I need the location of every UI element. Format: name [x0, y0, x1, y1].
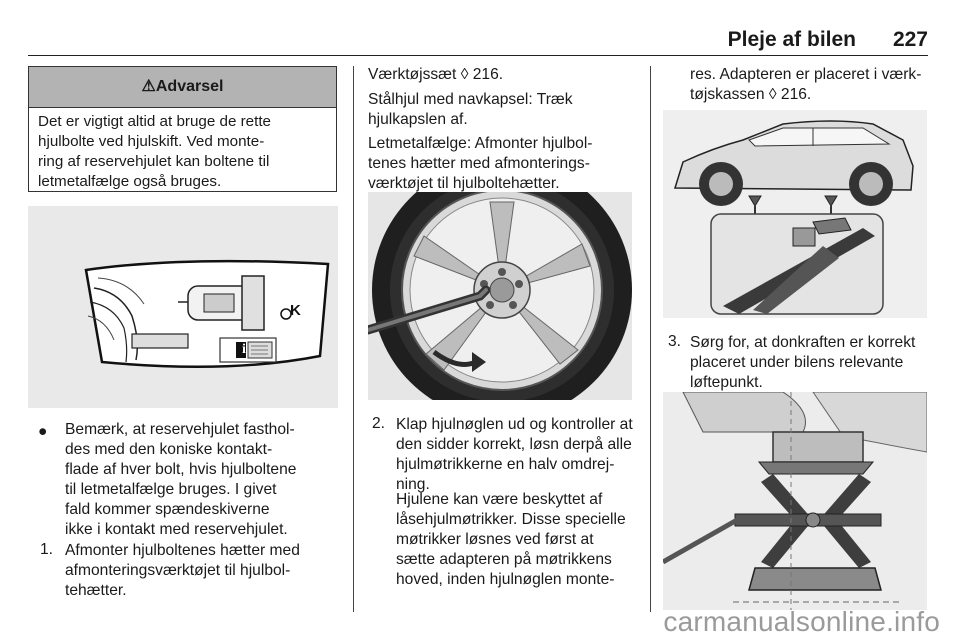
car-lift-points-illustration [663, 110, 927, 318]
watermark: carmanualsonline.info [663, 606, 940, 637]
note-line: til letmetalfælge bruges. I givet [65, 481, 277, 498]
step-2-text: Klap hjulnøglen ud og kontroller at den … [396, 415, 648, 495]
step-line: tehætter. [65, 582, 127, 599]
warning-header: ⚠Advarsel [29, 67, 336, 108]
tool-kit-ref: Værktøjssæt ◊ 216. [368, 66, 504, 83]
step-3-text: Sørg for, at donkraften er korrekt place… [690, 333, 940, 393]
warning-line: Det er vigtigt altid at bruge de rette [38, 113, 272, 130]
note-line: ikke i kontakt med reservehjulet. [65, 521, 288, 538]
figure-label-k: K [290, 302, 301, 319]
para-line: hjulkapslen af. [368, 111, 468, 128]
note-line: sætte adapteren på møtrikkens [396, 551, 612, 568]
page-number: 227 [892, 28, 928, 51]
step-line: placeret under bilens relevante [690, 354, 904, 371]
info-icon: i [242, 342, 246, 357]
step-line: den sidder korrekt, løsn derpå alle [396, 436, 632, 453]
warning-box: ⚠Advarsel Det er vigtigt altid at bruge … [28, 66, 337, 192]
locking-nut-note: Hjulene kan være beskyttet af låsehjulmø… [396, 490, 648, 590]
page-header: Pleje af bilen 227 [28, 24, 928, 56]
warning-line: ring af reservehjulet kan boltene til [38, 153, 270, 170]
note-line: låsehjulmøtrikker. Disse specielle [396, 511, 626, 528]
note-line: møtrikker løsnes ved først at [396, 531, 594, 548]
column-divider-left [353, 66, 354, 612]
note-line: flade af hver bolt, hvis hjulboltene [65, 461, 297, 478]
para-line: tenes hætter med afmonterings- [368, 155, 590, 172]
scissor-jack-illustration [663, 392, 927, 610]
warning-title: Advarsel [155, 78, 224, 95]
note-line: hoved, inden hjulnøglen monte- [396, 571, 615, 588]
wheel-wrench-figure [363, 160, 632, 420]
step-line: hjulmøtrikkerne en halv omdrej- [396, 456, 615, 473]
note-line: fald kommer spændeskiverne [65, 501, 270, 518]
steel-wheel-note: Stålhjul med navkapsel: Træk hjulkapslen… [368, 90, 644, 130]
bullet-note: Bemærk, at reservehjulet fasthol- des me… [65, 420, 345, 540]
wheel-wrench-illustration [363, 160, 632, 420]
step-line: Klap hjulnøglen ud og kontroller at [396, 416, 633, 433]
bullet-marker: ● [38, 423, 48, 440]
scissor-jack-figure [663, 392, 927, 610]
step-line: ning. [396, 476, 430, 493]
wheel-bolt-illustration [84, 259, 330, 369]
para-line: værktøjet til hjulboltehætter. [368, 175, 560, 192]
note-line: Bemærk, at reservehjulet fasthol- [65, 421, 295, 438]
adapter-location-note: res. Adapteren er placeret i værk- tøjsk… [690, 65, 938, 105]
step-line: Afmonter hjulboltenes hætter med [65, 542, 300, 559]
step-line: Sørg for, at donkraften er korrekt [690, 334, 916, 351]
warning-text: Det er vigtigt altid at bruge de rette h… [29, 108, 336, 192]
lift-point-figure [663, 110, 927, 318]
para-line: Stålhjul med navkapsel: Træk [368, 91, 573, 108]
step-1-number: 1. [40, 541, 54, 558]
para-line: Letmetalfælge: Afmonter hjulbol- [368, 135, 593, 152]
header-rule [28, 55, 928, 56]
section-title: Pleje af bilen [727, 28, 856, 51]
step-line: afmonteringsværktøjet til hjulbol- [65, 562, 291, 579]
warning-line: letmetalfælge også bruges. [38, 173, 222, 190]
para-line: tøjskassen ◊ 216. [690, 86, 812, 103]
note-line: des med den koniske kontakt- [65, 441, 273, 458]
warning-icon: ⚠ [141, 78, 156, 95]
alloy-wheel-note: Letmetalfælge: Afmonter hjulbol- tenes h… [368, 134, 644, 194]
step-line: løftepunkt. [690, 374, 763, 391]
step-3-number: 3. [668, 333, 682, 350]
para-line: res. Adapteren er placeret i værk- [690, 66, 922, 83]
step-2-number: 2. [372, 415, 386, 432]
step-1-text: Afmonter hjulboltenes hætter med afmonte… [65, 541, 349, 601]
warning-line: hjulbolte ved hjulskift. Ved monte- [38, 133, 265, 150]
note-line: Hjulene kan være beskyttet af [396, 491, 603, 508]
column-divider-right [650, 66, 651, 612]
wheel-bolt-figure: K i [28, 206, 338, 408]
